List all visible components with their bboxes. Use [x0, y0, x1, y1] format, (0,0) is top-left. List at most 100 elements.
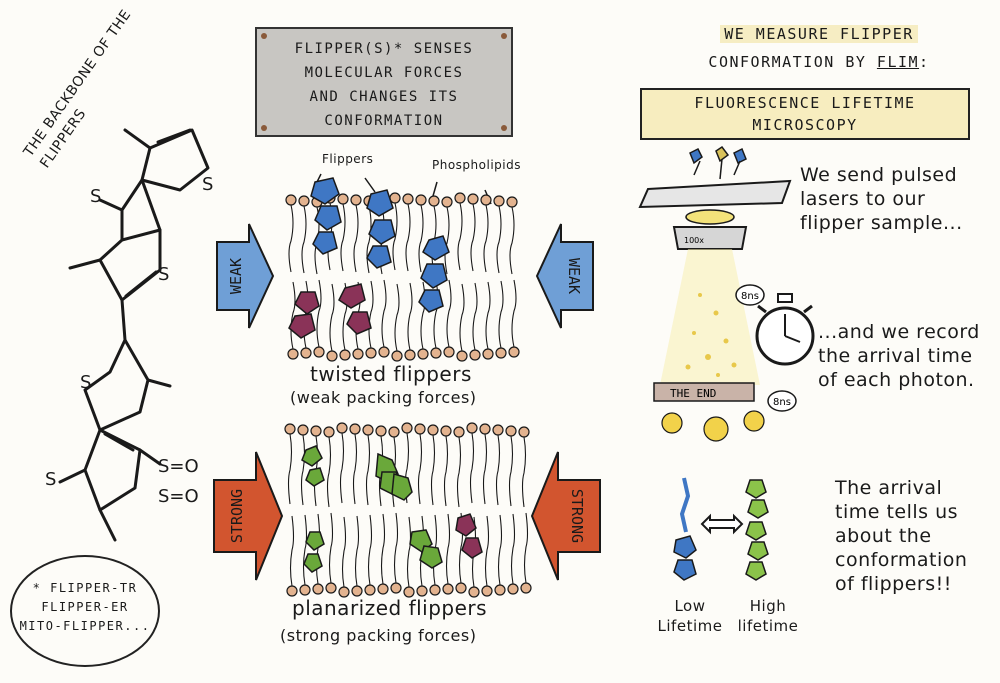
strong-arrow-label: STRONG — [568, 489, 586, 543]
footnote-line: MITO-FLIPPER... — [19, 619, 151, 633]
lipid-head — [402, 193, 414, 205]
lipid-tail — [496, 205, 502, 274]
sulfur-atom: S — [202, 174, 213, 195]
low-lifetime-line: Lifetime — [657, 617, 723, 635]
twisted-subcaption: (weak packing forces) — [290, 388, 477, 407]
lipid-head — [297, 424, 309, 436]
lipid-tail — [459, 283, 465, 352]
lipid-head — [326, 350, 338, 362]
lipid-head — [391, 350, 403, 362]
flim-word: FLIM — [876, 53, 920, 71]
lipid-head — [362, 424, 374, 436]
lipid-head — [417, 348, 429, 360]
lipid-head — [339, 349, 351, 361]
lipid-head — [286, 585, 298, 597]
lipid-head — [520, 582, 532, 594]
lipid-head — [481, 585, 493, 597]
note-arrival: The arrival time tells us about the conf… — [835, 477, 968, 595]
lipid-head — [287, 348, 299, 360]
note-lasers: We send pulsed lasers to our flipper sam… — [800, 164, 963, 234]
twisted-caption: twisted flippers — [310, 362, 472, 386]
lipid-tail — [367, 514, 373, 586]
lipid-head — [404, 349, 416, 361]
lipid-head — [482, 348, 494, 360]
lipid-tail — [446, 279, 452, 348]
sulfur-atom: S — [90, 186, 101, 207]
lipid-head — [375, 425, 387, 437]
lipid-head — [337, 193, 349, 205]
lipid-head — [312, 583, 324, 595]
lipid-tail — [365, 434, 371, 506]
objective-label: 100x — [684, 236, 704, 245]
lipid-group — [284, 422, 532, 598]
lipid-head — [455, 582, 467, 594]
lipid-head — [480, 194, 492, 206]
lipid-tail — [497, 514, 503, 586]
title-line: AND CHANGES ITS — [309, 89, 459, 105]
lipid-head — [441, 196, 453, 208]
lipid-tail — [469, 432, 475, 504]
low-lifetime-label: Low Lifetime — [650, 596, 730, 636]
lipid-head — [493, 195, 505, 207]
lipid-tail — [511, 279, 517, 348]
the-end-label: THE END — [670, 387, 716, 400]
backbone-structure: S S S S S S=O S=O — [45, 128, 213, 542]
lipid-head — [313, 346, 325, 358]
lipid-head — [467, 193, 479, 205]
sulfur-atom: S — [45, 469, 56, 490]
lipid-tail — [316, 279, 322, 348]
low-lifetime-line: Low — [674, 597, 706, 615]
lipid-tail — [444, 206, 450, 275]
flim-header-line1: WE MEASURE FLIPPER — [720, 25, 918, 43]
lipid-tail — [289, 515, 295, 587]
lipid-head — [310, 425, 322, 437]
lipid-head — [443, 346, 455, 358]
lipid-head — [495, 347, 507, 359]
lipid-head — [325, 582, 337, 594]
lipid-tail — [341, 516, 347, 588]
lipid-head — [300, 347, 312, 359]
lipid-head — [492, 424, 504, 436]
lipid-tail — [407, 282, 413, 351]
lipid-tail — [326, 436, 332, 508]
lipid-tail — [484, 515, 490, 587]
lipid-head — [508, 346, 520, 358]
lipid-head — [454, 192, 466, 204]
lipid-tail — [521, 436, 527, 508]
lipid-head — [428, 195, 440, 207]
lipid-head — [351, 585, 363, 597]
flim-banner-line2: MICROSCOPY — [752, 116, 858, 134]
lipid-tail — [485, 281, 491, 350]
flim-banner-line1: FLUORESCENCE LIFETIME — [694, 94, 916, 112]
lipid-head — [298, 195, 310, 207]
time-bubble-label: 8ns — [773, 397, 791, 408]
lipid-group — [285, 192, 520, 362]
lifetime-comparison — [673, 477, 769, 581]
lipid-tail — [288, 204, 294, 273]
sulfone-atom: S=O — [158, 486, 199, 507]
lipid-head — [494, 584, 506, 596]
microscope-illustration: 100x 8ns THE END 8ns — [638, 145, 797, 442]
lipid-tail — [482, 433, 488, 505]
lipid-head — [401, 422, 413, 434]
lipid-tail — [394, 283, 400, 352]
lipid-head — [388, 426, 400, 438]
lipid-head — [456, 350, 468, 362]
sulfur-atom: S — [80, 372, 91, 393]
lipid-head — [416, 585, 428, 597]
lipid-tail — [405, 203, 411, 272]
lipid-tail — [443, 435, 449, 507]
high-lifetime-label: High lifetime — [728, 596, 808, 636]
lipid-head — [299, 584, 311, 596]
strong-arrow-label: STRONG — [228, 489, 246, 543]
weak-arrow-label: WEAK — [227, 258, 245, 294]
lipid-tail — [352, 433, 358, 505]
lipid-head — [440, 425, 452, 437]
flim-banner: FLUORESCENCE LIFETIME MICROSCOPY — [640, 88, 970, 140]
lipid-head — [365, 347, 377, 359]
lipid-tail — [353, 204, 359, 273]
title-line: FLIPPER(S)* SENSES — [294, 41, 474, 57]
lipid-head — [284, 423, 296, 435]
lipid-head — [390, 582, 402, 594]
note-record: ...and we record the arrival time of eac… — [818, 321, 980, 391]
